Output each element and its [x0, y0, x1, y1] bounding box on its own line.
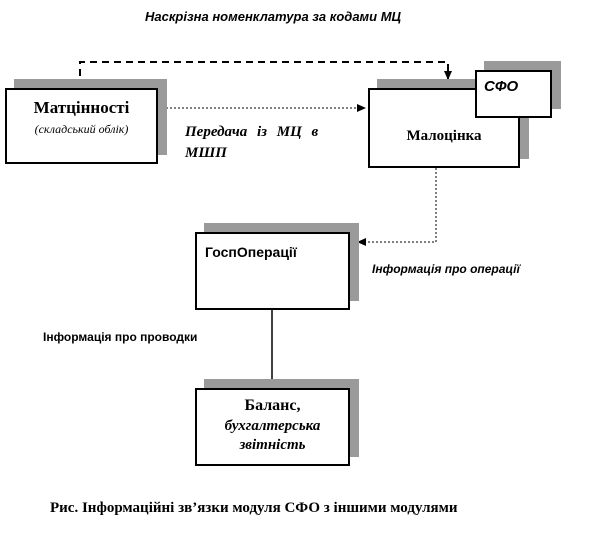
transfer-label-line2: МШП: [185, 145, 227, 161]
figure-caption: Рис. Інформаційні зв’язки модуля СФО з і…: [50, 500, 458, 516]
balance-line1: Баланс,: [244, 397, 301, 414]
balance-line3: звітність: [239, 437, 306, 453]
nomenclature-dashed-link: [79, 61, 452, 88]
matcinnosti-title: Матцінності: [33, 98, 130, 117]
sfo-node: СФО: [475, 70, 552, 118]
nomenclature-label: Наскрізна номенклатура за кодами МЦ: [145, 9, 402, 24]
gosp-operations-node: ГоспОперації: [195, 232, 350, 310]
gosp-operations-title: ГоспОперації: [205, 244, 297, 260]
operations-dotted-arrow: [357, 168, 437, 246]
balance-reporting-node: Баланс, бухгалтерська звітність: [195, 388, 350, 466]
sfo-title: СФО: [484, 78, 519, 95]
transfer-label-line1: Передача із МЦ в: [185, 124, 319, 140]
malocinka-title: Малоцінка: [406, 128, 482, 144]
matcinnosti-subtitle: (складський облік): [34, 122, 129, 136]
matcinnosti-node: Матцінності (складський облік): [5, 88, 158, 164]
postings-info-label: Інформація про проводки: [43, 330, 198, 344]
operations-info-label: Інформація про операції: [372, 262, 520, 276]
balance-line2: бухгалтерська: [224, 418, 321, 434]
